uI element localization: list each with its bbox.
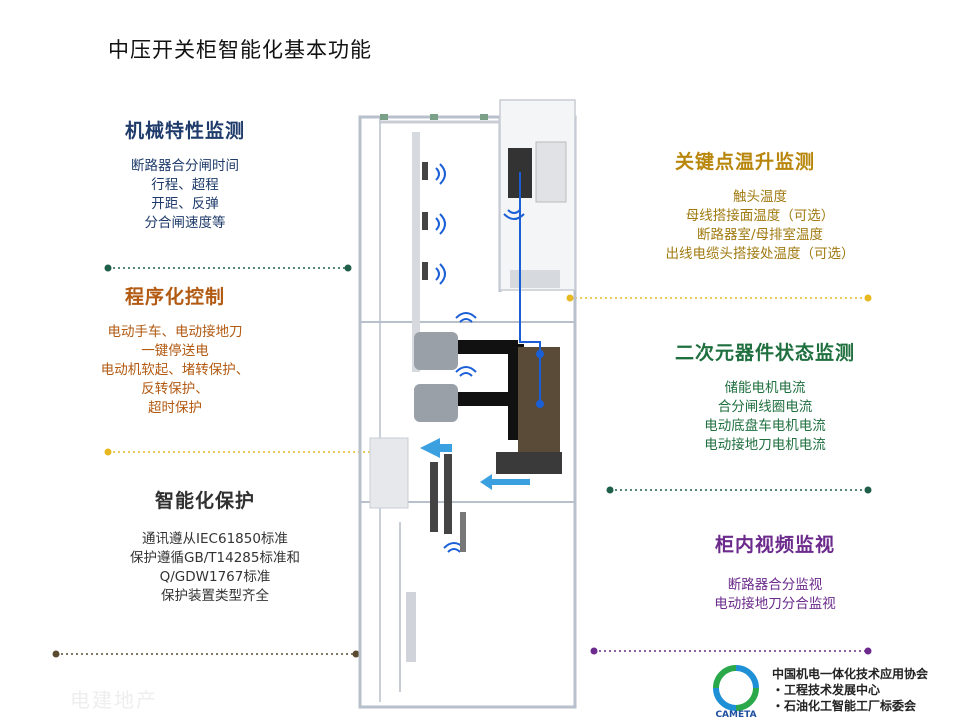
program-item: 超时保护: [148, 400, 202, 416]
video-items: 断路器合分监视 电动接地刀分合监视: [680, 576, 870, 614]
mechanical-heading: 机械特性监测: [124, 120, 245, 142]
signal-node: [536, 400, 544, 408]
cable-pipe: [406, 592, 416, 662]
signal-line: [519, 172, 541, 402]
mechanical-item: 分合闸速度等: [144, 215, 226, 231]
secondary-item: 电动底盘车电机电流: [704, 418, 826, 434]
truck-base: [496, 452, 562, 474]
temperature-item: 触头温度: [733, 189, 787, 205]
temperature-items: 触头温度 母线搭接面温度（可选） 断路器室/母排室温度 出线电缆头搭接处温度（可…: [630, 188, 890, 264]
wireless-icon: [435, 163, 525, 553]
mechanical-items: 断路器合分闸时间 行程、超程 开距、反弹 分合闸速度等: [80, 157, 290, 233]
watermark: 电建地产: [70, 688, 158, 712]
protection-item: 保护装置类型齐全: [161, 588, 269, 604]
org-line: 中国机电一体化技术应用协会: [772, 667, 929, 681]
video-item: 断路器合分监视: [727, 577, 823, 593]
video-heading: 柜内视频监视: [714, 534, 835, 556]
mechanical-item: 断路器合分闸时间: [131, 158, 239, 174]
leader-mechanical: [104, 264, 352, 272]
protection-items: 通讯遵从IEC61850标准 保护遵循GB/T14285标准和 Q/GDW176…: [95, 530, 335, 606]
cameta-logo-icon: CAMETA: [713, 665, 759, 718]
program-heading: 程序化控制: [124, 286, 225, 308]
program-items: 电动手车、电动接地刀 一键停送电 电动机软起、堵转保护、 反转保护、 超时保护: [70, 323, 280, 418]
temperature-item: 断路器室/母排室温度: [696, 227, 824, 243]
protection-item: 保护遵循GB/T14285标准和: [130, 550, 300, 566]
org-line: ・石油化工智能工厂标委会: [772, 699, 917, 713]
secondary-item: 储能电机电流: [724, 380, 806, 396]
page-title: 中压开关柜智能化基本功能: [108, 38, 372, 62]
bus-insulator: [535, 141, 567, 203]
breaker-poles: [414, 332, 524, 440]
earthing-switch: [430, 454, 466, 552]
protection-item: Q/GDW1767标准: [159, 569, 271, 585]
leader-protection: [52, 650, 360, 658]
logo-text: CAMETA: [715, 710, 756, 718]
bus-base: [510, 270, 560, 288]
leader-video: [590, 647, 872, 655]
mechanical-item: 开距、反弹: [151, 196, 219, 212]
program-item: 电动机软起、堵转保护、: [100, 362, 250, 378]
temperature-item: 母线搭接面温度（可选）: [685, 208, 835, 224]
control-box: [369, 437, 409, 509]
org-lines: 中国机电一体化技术应用协会 ・工程技术发展中心 ・石油化工智能工厂标委会: [772, 666, 928, 714]
program-item: 一键停送电: [141, 343, 209, 359]
video-item: 电动接地刀分合监视: [714, 596, 836, 612]
temperature-heading: 关键点温升监测: [674, 151, 815, 173]
secondary-heading: 二次元器件状态监测: [674, 342, 855, 364]
top-brackets: [380, 114, 488, 120]
leader-temperature: [566, 294, 872, 302]
mechanism-column: [412, 132, 428, 372]
protection-heading: 智能化保护: [154, 490, 255, 512]
secondary-item: 合分闸线圈电流: [717, 399, 813, 415]
leader-secondary: [606, 486, 872, 494]
org-line: ・工程技术发展中心: [772, 683, 881, 697]
program-item: 电动手车、电动接地刀: [107, 324, 243, 340]
temperature-item: 出线电缆头搭接处温度（可选）: [665, 246, 855, 262]
secondary-items: 储能电机电流 合分闸线圈电流 电动底盘车电机电流 电动接地刀电机电流: [660, 379, 870, 455]
protection-item: 通讯遵从IEC61850标准: [142, 531, 288, 547]
secondary-item: 电动接地刀电机电流: [704, 437, 826, 453]
motion-arrow: [420, 438, 530, 490]
mechanical-item: 行程、超程: [151, 177, 219, 193]
switchgear-diagram: [358, 99, 577, 709]
signal-node: [536, 350, 544, 358]
footer: CAMETA 中国机电一体化技术应用协会 ・工程技术发展中心 ・石油化工智能工厂…: [700, 662, 960, 720]
program-item: 反转保护、: [141, 381, 209, 397]
